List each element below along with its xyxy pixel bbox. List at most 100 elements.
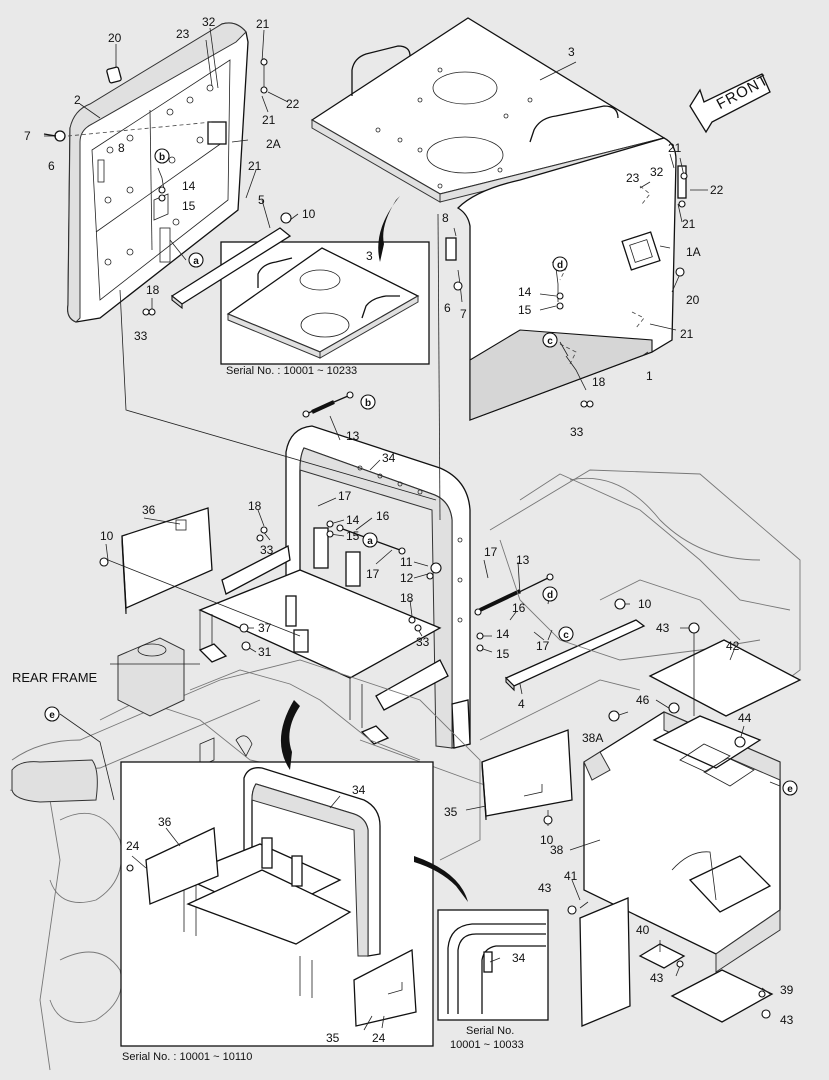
part-17-label-d: 17 [536,639,550,653]
battery-box-38 [583,711,781,973]
part-17-label-c: 17 [484,545,498,559]
plate-39 [670,969,774,1023]
part-34-label-b: 34 [352,783,366,797]
stay-bar-4 [504,619,646,692]
cover-plate-42 [648,639,802,717]
ref-e-box-label: e [787,784,793,795]
part-38A-label: 38A [582,731,603,745]
rear-frame-chassis [9,469,801,1071]
part-21-label-c: 21 [248,159,262,173]
ref-marker-a-frame [362,532,378,548]
part-18-label-a: 18 [146,283,160,297]
part-18-label-c: 18 [248,499,262,513]
part-7-label-b: 7 [460,307,467,321]
gas-spring-13-upper [302,391,354,418]
plate-41 [579,897,631,1027]
part-3-label-a: 3 [568,45,575,59]
part-3-label-b: 3 [366,249,373,263]
part-6-label-b: 6 [444,301,451,315]
part-15-label-b: 15 [518,303,532,317]
part-1-label: 1 [646,369,653,383]
part-21-label-e: 21 [682,217,696,231]
side-plate-36 [121,507,213,615]
part-21-label-b: 21 [262,113,276,127]
part-33-label-b: 33 [570,425,584,439]
serial-caption-detail-line2: 10001 ~ 10033 [450,1039,524,1051]
part-18-label-d: 18 [400,591,414,605]
part-32-label-b: 32 [650,165,664,179]
part-10-label-b: 10 [100,529,114,543]
ref-b-door-label: b [159,152,165,163]
front-direction-arrow: FRONT [689,71,772,134]
part-43-label-a: 43 [656,621,670,635]
serial-caption-top: Serial No. : 10001 ~ 10233 [226,365,357,377]
part-33-label-c: 33 [260,543,274,557]
side-plate-35 [481,729,573,821]
main-frame-34 [198,425,471,749]
part-17-label-a: 17 [338,489,352,503]
part-11-label: 11 [400,555,413,569]
part-44-label: 44 [738,711,752,725]
ref-marker-e-box [782,780,798,796]
inset-detail-serial-10033 [437,909,549,1021]
part-14-label-a: 14 [182,179,196,193]
part-12-label: 12 [400,571,414,585]
part-8-label: 8 [118,141,125,155]
part-35-label-a: 35 [444,805,458,819]
part-34-label-c: 34 [512,951,526,965]
part-21-label-f: 21 [680,327,694,341]
part-38-label: 38 [550,843,564,857]
gas-spring-16-right [474,573,554,616]
part-7-label: 7 [24,129,31,143]
part-24-label-a: 24 [126,839,140,853]
part-23-label: 23 [176,27,190,41]
curved-arrow-inset-bottom [280,700,300,770]
ref-a-stay-label: a [193,256,199,267]
part-21-label-d: 21 [668,141,682,155]
part-42-label: 42 [726,639,740,653]
part-36-label-b: 36 [158,815,172,829]
part-20-label-b: 20 [686,293,700,307]
part-43-label-d: 43 [780,1013,794,1027]
inset-frame-serial-10110 [120,761,434,1047]
part-22-label-b: 22 [710,183,724,197]
ref-marker-d-cover [552,256,568,272]
curved-arrow-inset-detail [414,856,468,902]
ref-marker-d-frame [542,586,558,602]
part-15-label-a: 15 [182,199,196,213]
part-40-label: 40 [636,923,650,937]
ref-b-spring-label: b [365,398,371,409]
part-6-label: 6 [48,159,55,173]
part-16-label-b: 16 [512,601,526,615]
part-14-label-b: 14 [518,285,532,299]
inset-roof-serial-10233 [220,241,430,365]
stay-bar-5 [170,227,292,310]
ref-a-frame-label: a [367,536,373,547]
part-37-label: 37 [258,621,272,635]
serial-caption-detail-line1: Serial No. [466,1025,514,1037]
part-21-label-a: 21 [256,17,270,31]
serial-caption-bottom: Serial No. : 10001 ~ 10110 [122,1051,252,1063]
part-8-label-b: 8 [442,211,449,225]
part-31-label: 31 [258,645,272,659]
ref-d-cover-label: d [557,260,563,271]
part-2-label: 2 [74,93,81,107]
plate-40 [638,943,686,969]
part-43-label-c: 43 [650,971,664,985]
hardware-bolts [43,58,771,1019]
part-22-label: 22 [286,97,300,111]
part-33-label-d: 33 [416,635,430,649]
part-23-label-b: 23 [626,171,640,185]
part-39-label: 39 [780,983,794,997]
part-14-label-d: 14 [496,627,510,641]
part-20-label: 20 [108,31,122,45]
part-4-label: 4 [518,697,525,711]
part-43-label-b: 43 [538,881,552,895]
ref-marker-c-cover [542,332,558,348]
part-34-label-a: 34 [382,451,396,465]
part-1A-label: 1A [686,245,701,259]
part-17-label-b: 17 [366,567,380,581]
ref-marker-e-rear [44,706,60,722]
